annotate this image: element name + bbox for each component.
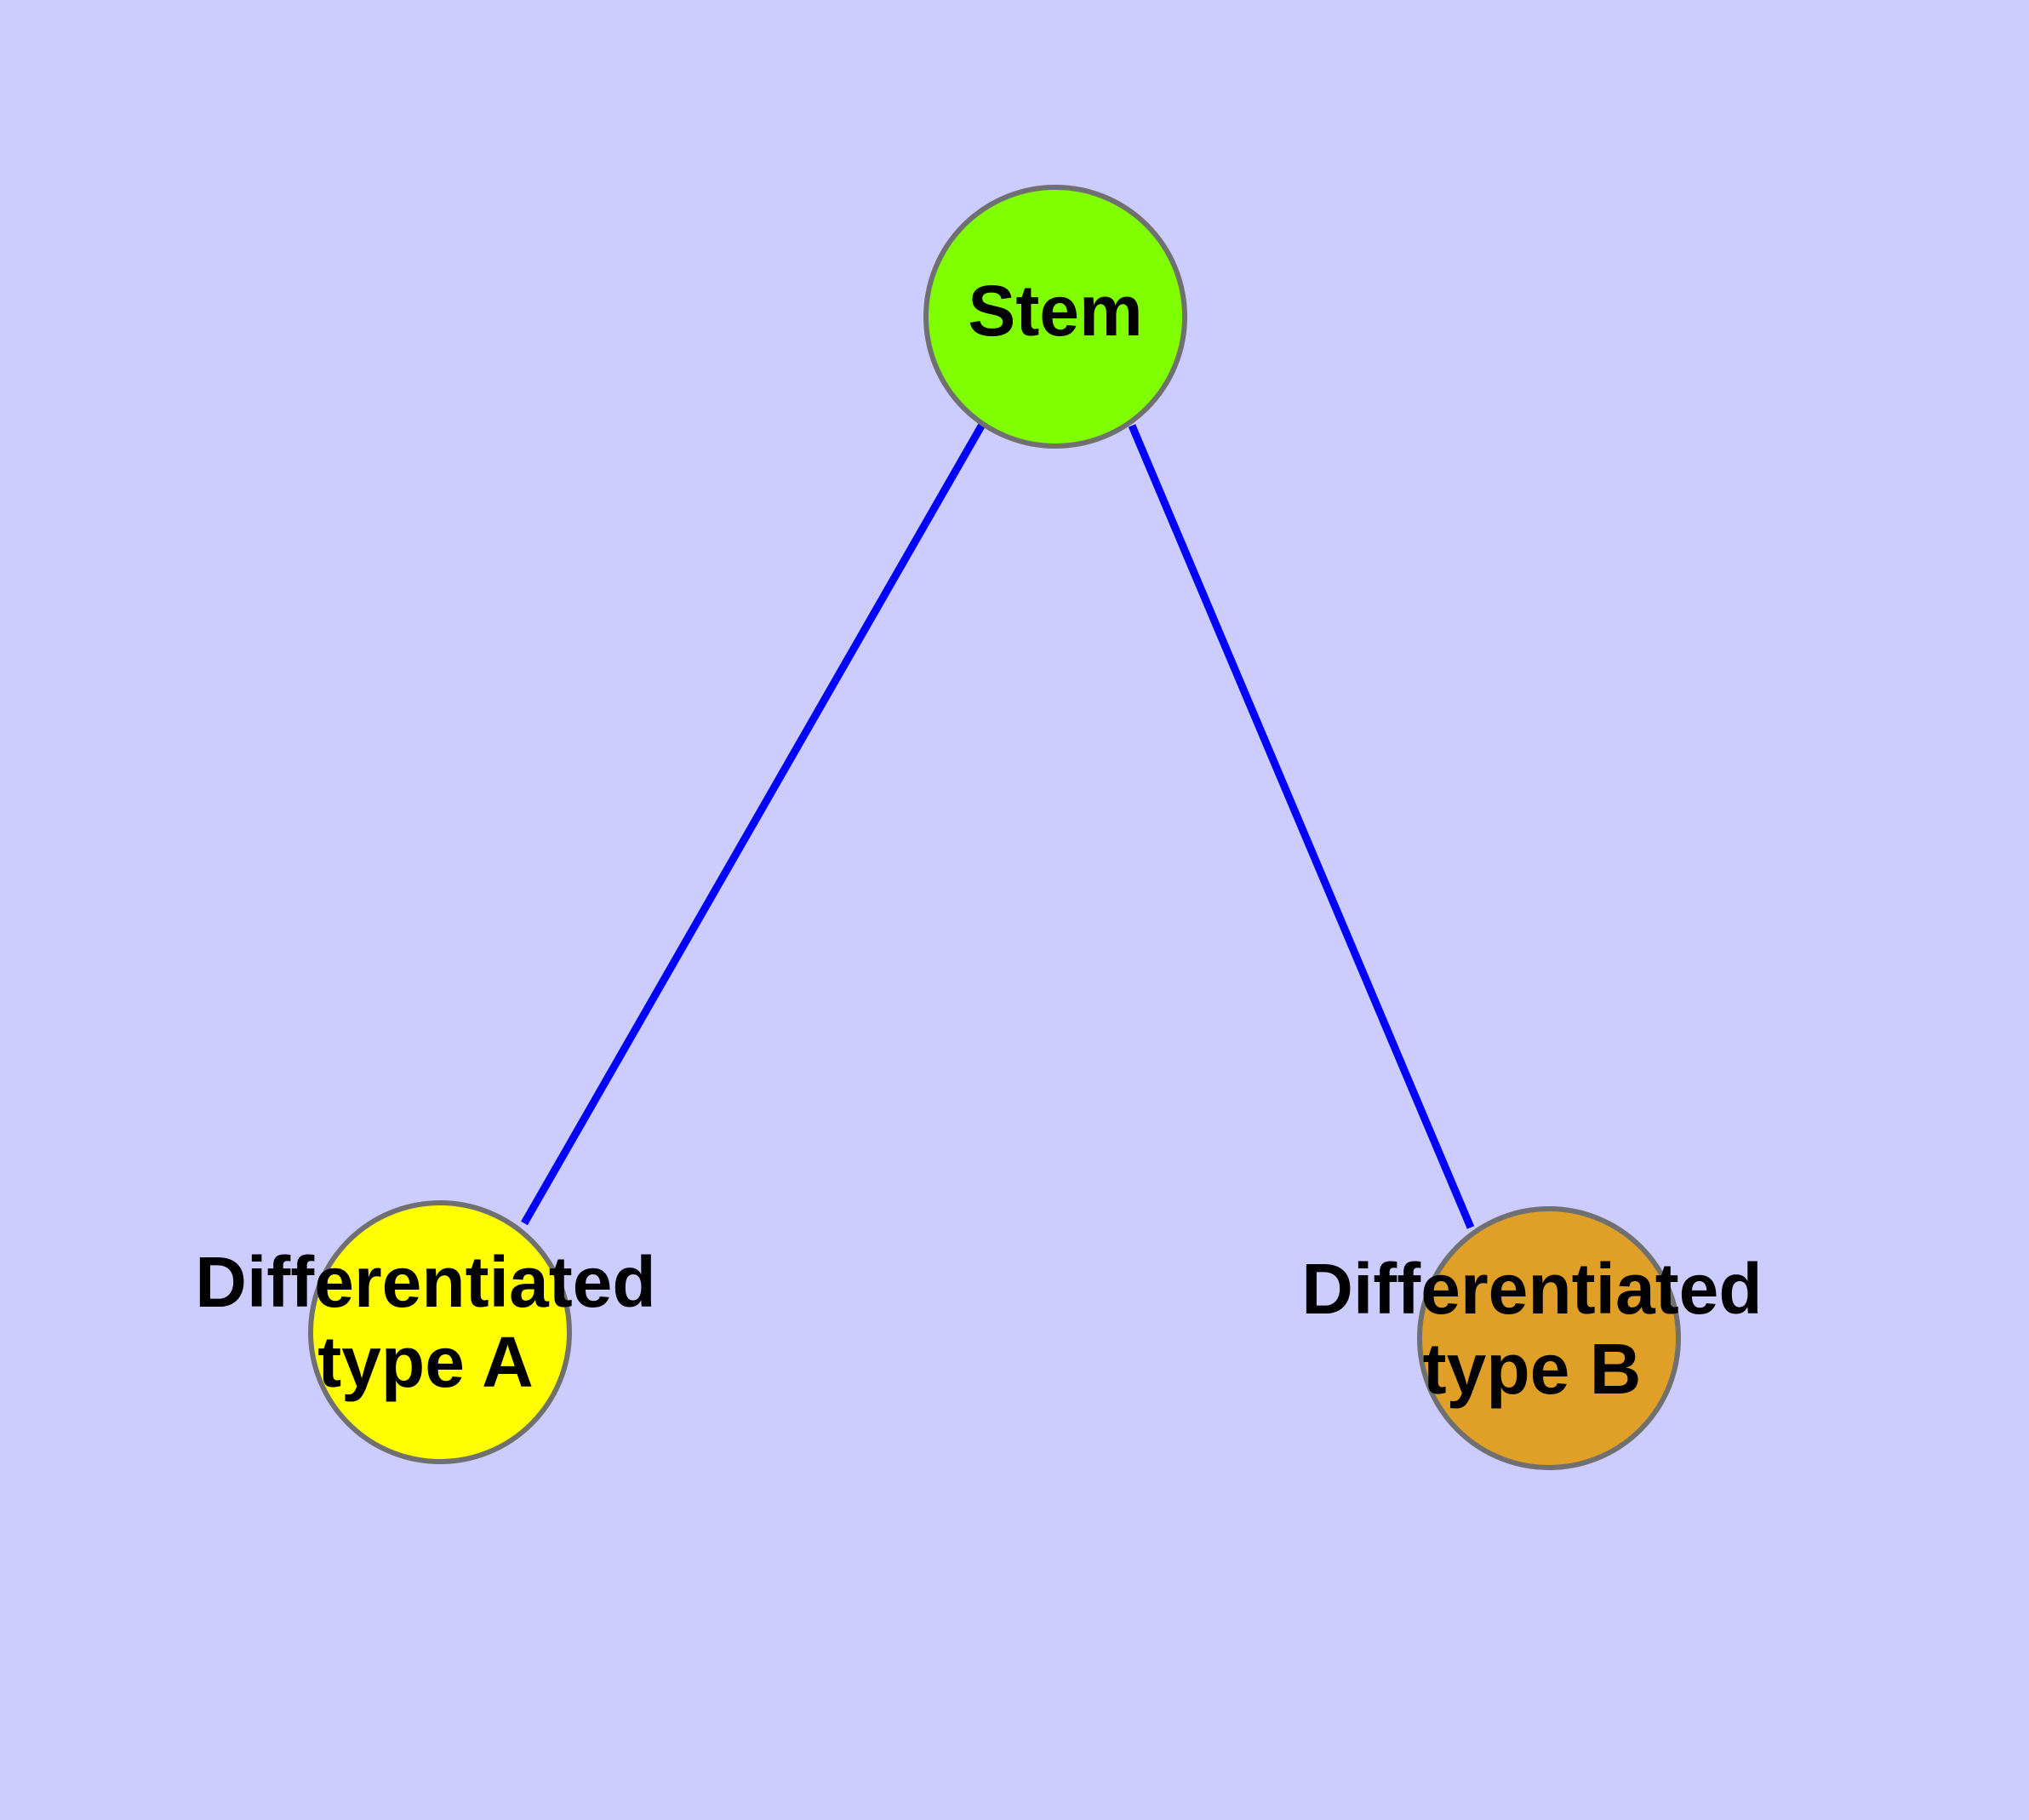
graph-node-diff-b[interactable] — [1417, 1206, 1681, 1470]
graph-edge-stem-to-diff-b — [1128, 424, 1475, 1229]
label-line: Stem — [968, 271, 1142, 351]
graph-edge-stem-to-diff-a — [521, 421, 986, 1226]
graph-node-diff-a[interactable] — [308, 1200, 572, 1464]
graph-node-label-stem: Stem — [968, 271, 1142, 351]
label-line: Differentiated — [195, 1242, 655, 1322]
graph-node-stem[interactable] — [923, 185, 1187, 449]
edge-layer — [521, 421, 1475, 1229]
label-line: Differentiated — [1301, 1249, 1762, 1329]
label-line: type B — [1423, 1329, 1642, 1409]
node-layer — [308, 185, 1681, 1470]
label-line: type A — [317, 1322, 534, 1402]
